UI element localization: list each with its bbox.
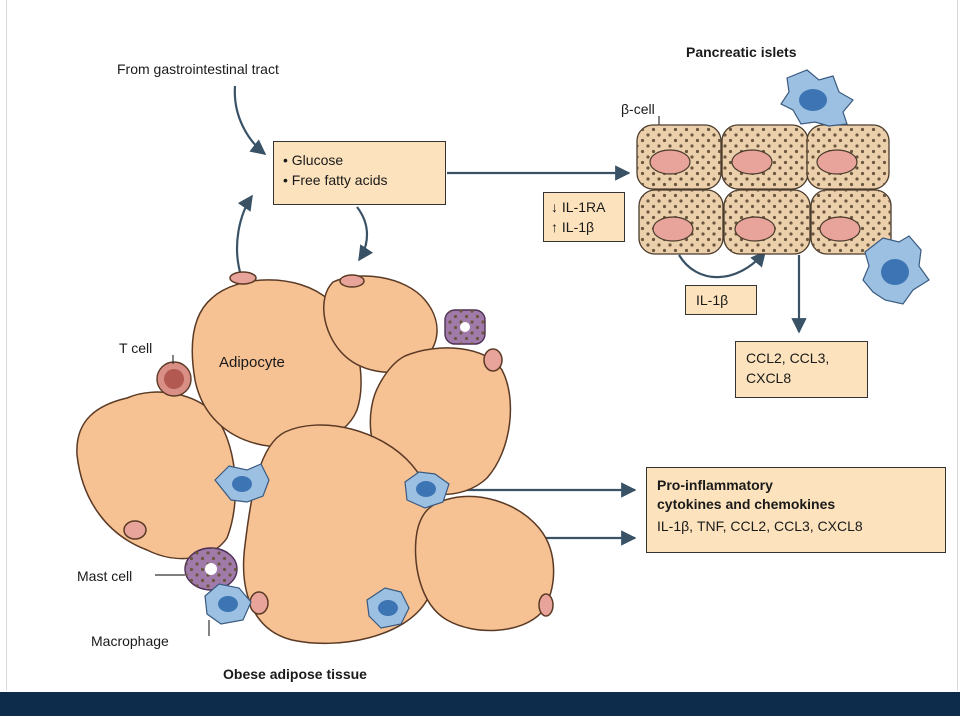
fatty-acids-item: • Free fatty acids [283, 172, 388, 188]
nutrients-box: • Glucose • Free fatty acids [273, 141, 446, 205]
arrow-nutrients-to-adipocyte [356, 206, 374, 262]
pancreatic-islets-title: Pancreatic islets [686, 44, 797, 60]
footer-bar [0, 692, 960, 716]
adipocyte-label: Adipocyte [219, 354, 285, 371]
macrophage [366, 587, 410, 629]
islet-beta-cell [636, 124, 722, 190]
islet-signals-box: ↓ IL-1RA ↑ IL-1β [543, 192, 625, 242]
arrow-adipocyte-to-nutrients [235, 194, 253, 273]
autocrine-il1b-box: IL-1β [685, 285, 757, 315]
proinflammatory-title-line2: cytokines and chemokines [657, 496, 836, 512]
adipose-tissue [76, 271, 555, 645]
source-label: From gastrointestinal tract [117, 61, 279, 77]
il1ra-item: ↓ IL-1RA [551, 199, 606, 215]
glucose-item: • Glucose [283, 152, 344, 168]
arrow-gi-to-nutrients [233, 85, 267, 155]
islet-macrophage [862, 235, 930, 305]
mast-cell [444, 309, 486, 345]
islet-cell [806, 124, 890, 190]
macrophage [404, 471, 450, 509]
mast-cell [184, 547, 238, 591]
proinflammatory-box: Pro-inflammatory cytokines and chemokine… [646, 467, 946, 553]
beta-cell-label: β-cell [621, 101, 655, 117]
mast-cell-label: Mast cell [77, 568, 132, 584]
chemokines-box: CCL2, CCL3, CXCL8 [735, 341, 868, 398]
tissue-caption: Obese adipose tissue [223, 666, 367, 682]
figure-frame: From gastrointestinal tract Pancreatic i… [6, 0, 958, 690]
islet-cell [723, 189, 811, 255]
pointer-lines [155, 355, 210, 636]
chemokines-line: CXCL8 [746, 370, 792, 386]
proinflammatory-list: IL-1β, TNF, CCL2, CCL3, CXCL8 [657, 518, 863, 534]
autocrine-il1b-label: IL-1β [696, 292, 729, 308]
macrophage [214, 463, 270, 503]
t-cell-label: T cell [119, 340, 152, 356]
pancreatic-islets [636, 124, 892, 255]
islet-macrophage [780, 69, 854, 127]
macrophage-label: Macrophage [91, 633, 169, 649]
macrophage [204, 583, 252, 625]
adipocyte [414, 495, 555, 632]
islet-cell [721, 124, 809, 190]
diagram-canvas: From gastrointestinal tract Pancreatic i… [76, 44, 930, 682]
chemokines-line: CCL2, CCL3, [746, 350, 830, 366]
il1b-item: ↑ IL-1β [551, 219, 595, 235]
t-cell [156, 361, 192, 397]
arrow-islet-autocrine [678, 250, 766, 279]
proinflammatory-title-line1: Pro-inflammatory [657, 477, 773, 493]
islet-cell [810, 189, 892, 255]
islet-cell [638, 189, 724, 255]
